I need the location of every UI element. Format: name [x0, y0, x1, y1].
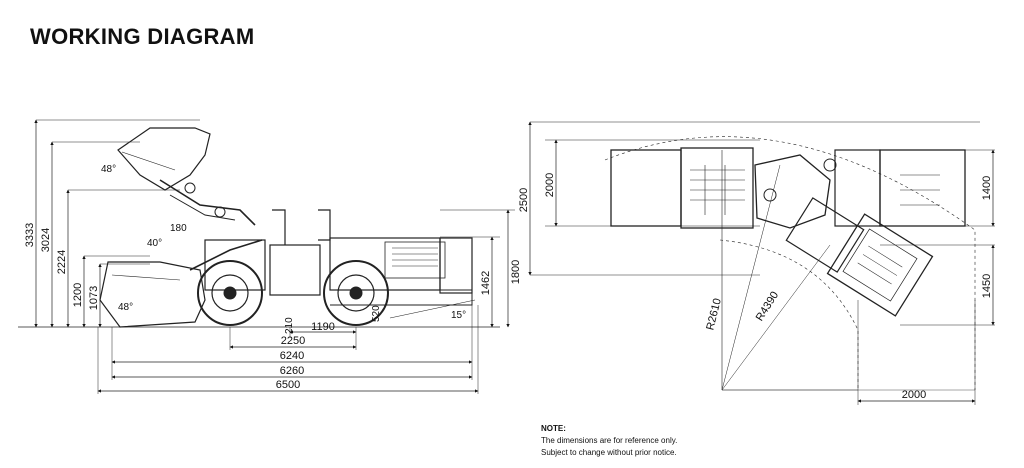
dim-2000-horizontal: 2000	[902, 389, 926, 401]
angle-40: 40°	[147, 238, 162, 249]
dim-2000-vertical: 2000	[544, 173, 556, 197]
dim-2500: 2500	[518, 188, 530, 212]
dim-1400: 1400	[981, 176, 993, 200]
angle-48-top: 48°	[101, 164, 116, 175]
dim-3333: 3333	[24, 223, 36, 247]
note-block: NOTE: The dimensions are for reference o…	[541, 423, 677, 459]
note-line-2: Subject to change without prior notice.	[541, 448, 677, 457]
angle-48-bottom: 48°	[118, 302, 133, 313]
dim-1073: 1073	[88, 286, 100, 310]
angle-15: 15°	[451, 310, 466, 321]
dim-2250: 2250	[281, 335, 305, 347]
dim-210: 210	[284, 317, 295, 334]
dim-1450: 1450	[981, 274, 993, 298]
dim-1800: 1800	[510, 260, 522, 284]
page-title: WORKING DIAGRAM	[30, 24, 255, 49]
dim-180: 180	[170, 223, 187, 234]
note-line-1: The dimensions are for reference only.	[541, 436, 678, 445]
dim-520: 520	[371, 305, 382, 322]
radius-r2610: R2610	[704, 297, 723, 331]
dim-6500: 6500	[276, 379, 300, 391]
top-view-drawing	[528, 121, 995, 405]
dim-3024: 3024	[40, 228, 52, 252]
dim-2224: 2224	[56, 250, 68, 274]
note-heading: NOTE:	[541, 424, 566, 433]
dim-6240: 6240	[280, 350, 304, 362]
side-view-drawing	[18, 119, 515, 394]
dim-1200: 1200	[72, 283, 84, 307]
dim-6260: 6260	[280, 365, 304, 377]
dim-1462: 1462	[480, 271, 492, 295]
radius-r4390: R4390	[754, 289, 781, 323]
dim-1190: 1190	[311, 321, 335, 333]
